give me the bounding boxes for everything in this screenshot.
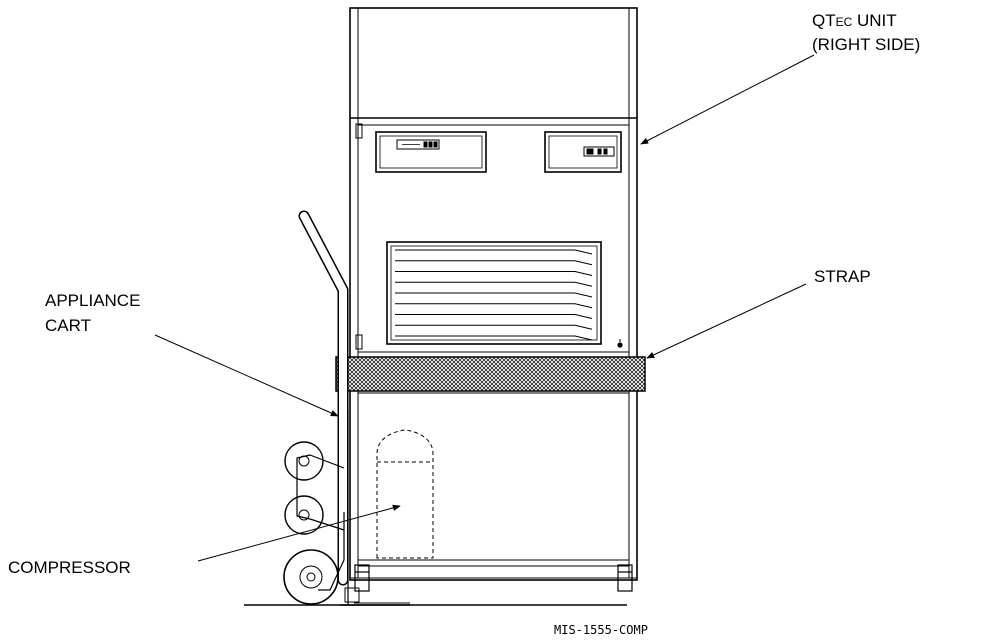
compressor-leader	[197, 504, 401, 562]
louver-blade	[395, 292, 593, 298]
compressor-outline	[376, 429, 434, 559]
cart-label-line2: CART	[45, 316, 91, 335]
louver-blade	[395, 271, 593, 276]
left-control-panel	[375, 131, 487, 173]
louver-blade	[395, 249, 593, 255]
strap-label: STRAP	[814, 267, 871, 286]
unit-cabinet	[349, 7, 638, 581]
return-air-grille	[386, 241, 602, 345]
appliance-cart	[283, 210, 410, 606]
compressor-label: COMPRESSOR	[8, 558, 131, 577]
strap-leader	[646, 283, 807, 359]
right-control-panel	[544, 131, 622, 173]
unit-label-line1: QTEC UNIT	[812, 11, 897, 30]
unit-feet	[354, 564, 633, 592]
unit-leader	[640, 54, 815, 145]
strap	[335, 356, 646, 392]
louver-blade	[395, 260, 593, 266]
drawing-code: MIS-1555-COMP	[554, 623, 648, 637]
grille-louvers	[395, 249, 593, 341]
louver-blade	[395, 303, 593, 309]
louver-blade	[395, 335, 593, 341]
cart-leader	[154, 334, 339, 417]
louver-blade	[395, 314, 593, 319]
ground-line	[244, 602, 627, 606]
louver-blade	[395, 324, 593, 330]
cart-label-line1: APPLIANCE	[45, 291, 140, 310]
leader-lines	[154, 54, 815, 562]
drain-knob	[617, 339, 623, 348]
louver-blade	[395, 281, 593, 287]
unit-label-line2: (RIGHT SIDE)	[812, 35, 920, 54]
